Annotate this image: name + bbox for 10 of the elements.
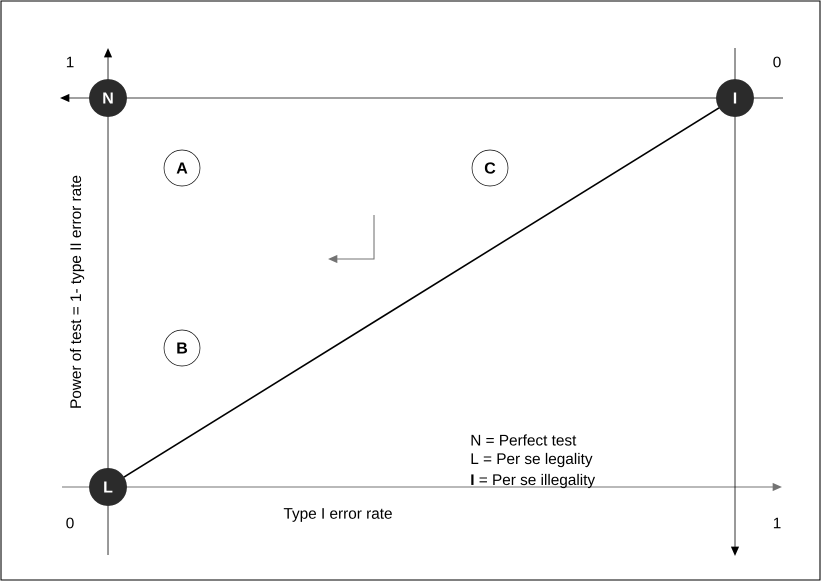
axis-title: Type I error rate — [284, 508, 392, 522]
legend-text: L = Per se legality — [472, 452, 593, 468]
legend-text: I = Per se illegality — [471, 474, 596, 488]
axis-title: Power of test = 1- type II error rate — [70, 176, 84, 408]
axis-value: 0 — [773, 56, 781, 68]
axis-value: 1 — [774, 518, 781, 528]
legend-text: N = Perfect test — [472, 434, 576, 446]
axis-value: 1 — [66, 56, 74, 68]
axis-value: 0 — [66, 518, 74, 528]
connector-line — [124, 107, 720, 478]
